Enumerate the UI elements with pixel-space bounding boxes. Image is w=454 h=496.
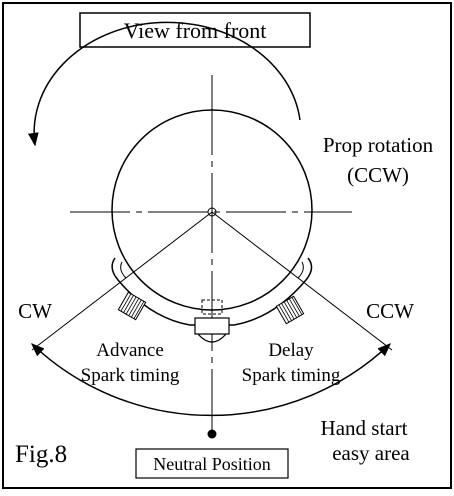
ccw-radial-line [211, 211, 393, 351]
outer-frame [2, 2, 452, 489]
advance-screw [117, 291, 147, 321]
advance-spark-label: Spark timing [81, 365, 180, 386]
figure-number: Fig.8 [15, 441, 67, 468]
sensor-tip [197, 333, 227, 343]
delay-spark-label: Spark timing [242, 365, 341, 386]
cw-label: CW [18, 299, 52, 323]
sensor-body [194, 317, 230, 335]
sensor-bracket-inner [120, 261, 127, 279]
prop-rotation-ccw-label: (CCW) [347, 163, 409, 187]
easy-area-label: easy area [332, 441, 410, 465]
sensor-mount-dashed [201, 299, 223, 315]
advance-label: Advance [96, 340, 164, 361]
prop-rotation-arrow [28, 21, 301, 147]
neutral-dot [207, 429, 217, 439]
neutral-position-label: Neutral Position [153, 454, 271, 474]
delay-screw [275, 295, 305, 325]
ccw-label: CCW [366, 299, 414, 323]
center-mark [207, 207, 217, 217]
neutral-position-box [135, 448, 289, 479]
title-text: View from front [124, 18, 267, 43]
delay-label: Delay [268, 340, 314, 361]
prop-rotation-label: Prop rotation [323, 133, 434, 157]
hand-start-arc [31, 343, 391, 417]
sensor-bracket-inner-right [297, 261, 304, 279]
cw-radial-line [31, 211, 213, 351]
hand-start-label: Hand start [321, 416, 408, 440]
